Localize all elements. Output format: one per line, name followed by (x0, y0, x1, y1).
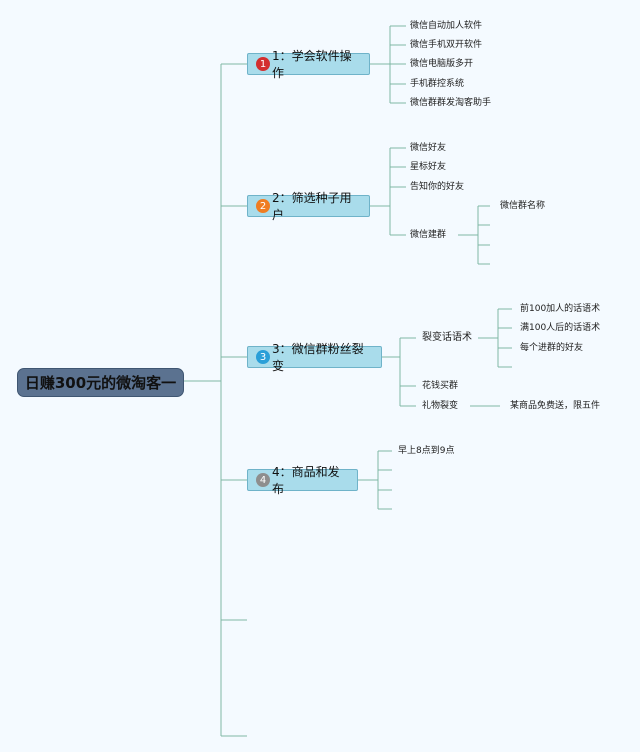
subtopic[interactable]: 每个进群的好友 (520, 343, 584, 353)
subtopic[interactable]: 礼物裂变 (422, 401, 459, 411)
subtopic[interactable]: 裂变话语术 (422, 332, 472, 343)
subtopic[interactable]: 某商品免费送，限五件 (510, 401, 601, 411)
branch-topic-4[interactable]: 4 4：商品和发布 (247, 465, 358, 496)
subtopic[interactable]: 前100加人的话语术 (520, 304, 601, 314)
branch-topic-2[interactable]: 2 2：筛选种子用户 (247, 191, 370, 222)
branch-topic-3[interactable]: 3 3：微信群粉丝裂变 (247, 342, 382, 373)
branch-label: 4：商品和发布 (272, 465, 340, 496)
subtopic[interactable]: 微信建群 (410, 230, 447, 240)
subtopic[interactable]: 微信手机双开软件 (410, 40, 483, 50)
root-topic-label: 日赚300元的微淘客一 (24, 374, 177, 392)
branch-topic-1[interactable]: 1 1：学会软件操作 (247, 49, 370, 80)
subtopic[interactable]: 早上8点到9点 (398, 446, 455, 456)
subtopic[interactable]: 微信好友 (410, 143, 447, 153)
subtopic[interactable]: 花钱买群 (422, 381, 459, 391)
subtopic[interactable]: 微信群名称 (500, 201, 546, 211)
priority-1-icon: 1 (256, 57, 270, 71)
subtopic[interactable]: 星标好友 (410, 162, 447, 172)
subtopic[interactable]: 微信自动加人软件 (410, 21, 483, 31)
subtopic[interactable]: 微信电脑版多开 (410, 59, 474, 69)
subtopic[interactable]: 告知你的好友 (410, 182, 465, 192)
subtopic[interactable]: 手机群控系统 (410, 79, 465, 89)
root-topic[interactable]: 日赚300元的微淘客一 (17, 368, 184, 397)
priority-3-icon: 3 (256, 350, 270, 364)
branch-label: 3：微信群粉丝裂变 (272, 342, 364, 373)
priority-2-icon: 2 (256, 199, 270, 213)
branch-label: 2：筛选种子用户 (272, 191, 352, 222)
subtopic[interactable]: 满100人后的话语术 (520, 323, 601, 333)
subtopic[interactable]: 微信群群发淘客助手 (410, 98, 492, 108)
branch-label: 1：学会软件操作 (272, 49, 352, 80)
priority-4-icon: 4 (256, 473, 270, 487)
